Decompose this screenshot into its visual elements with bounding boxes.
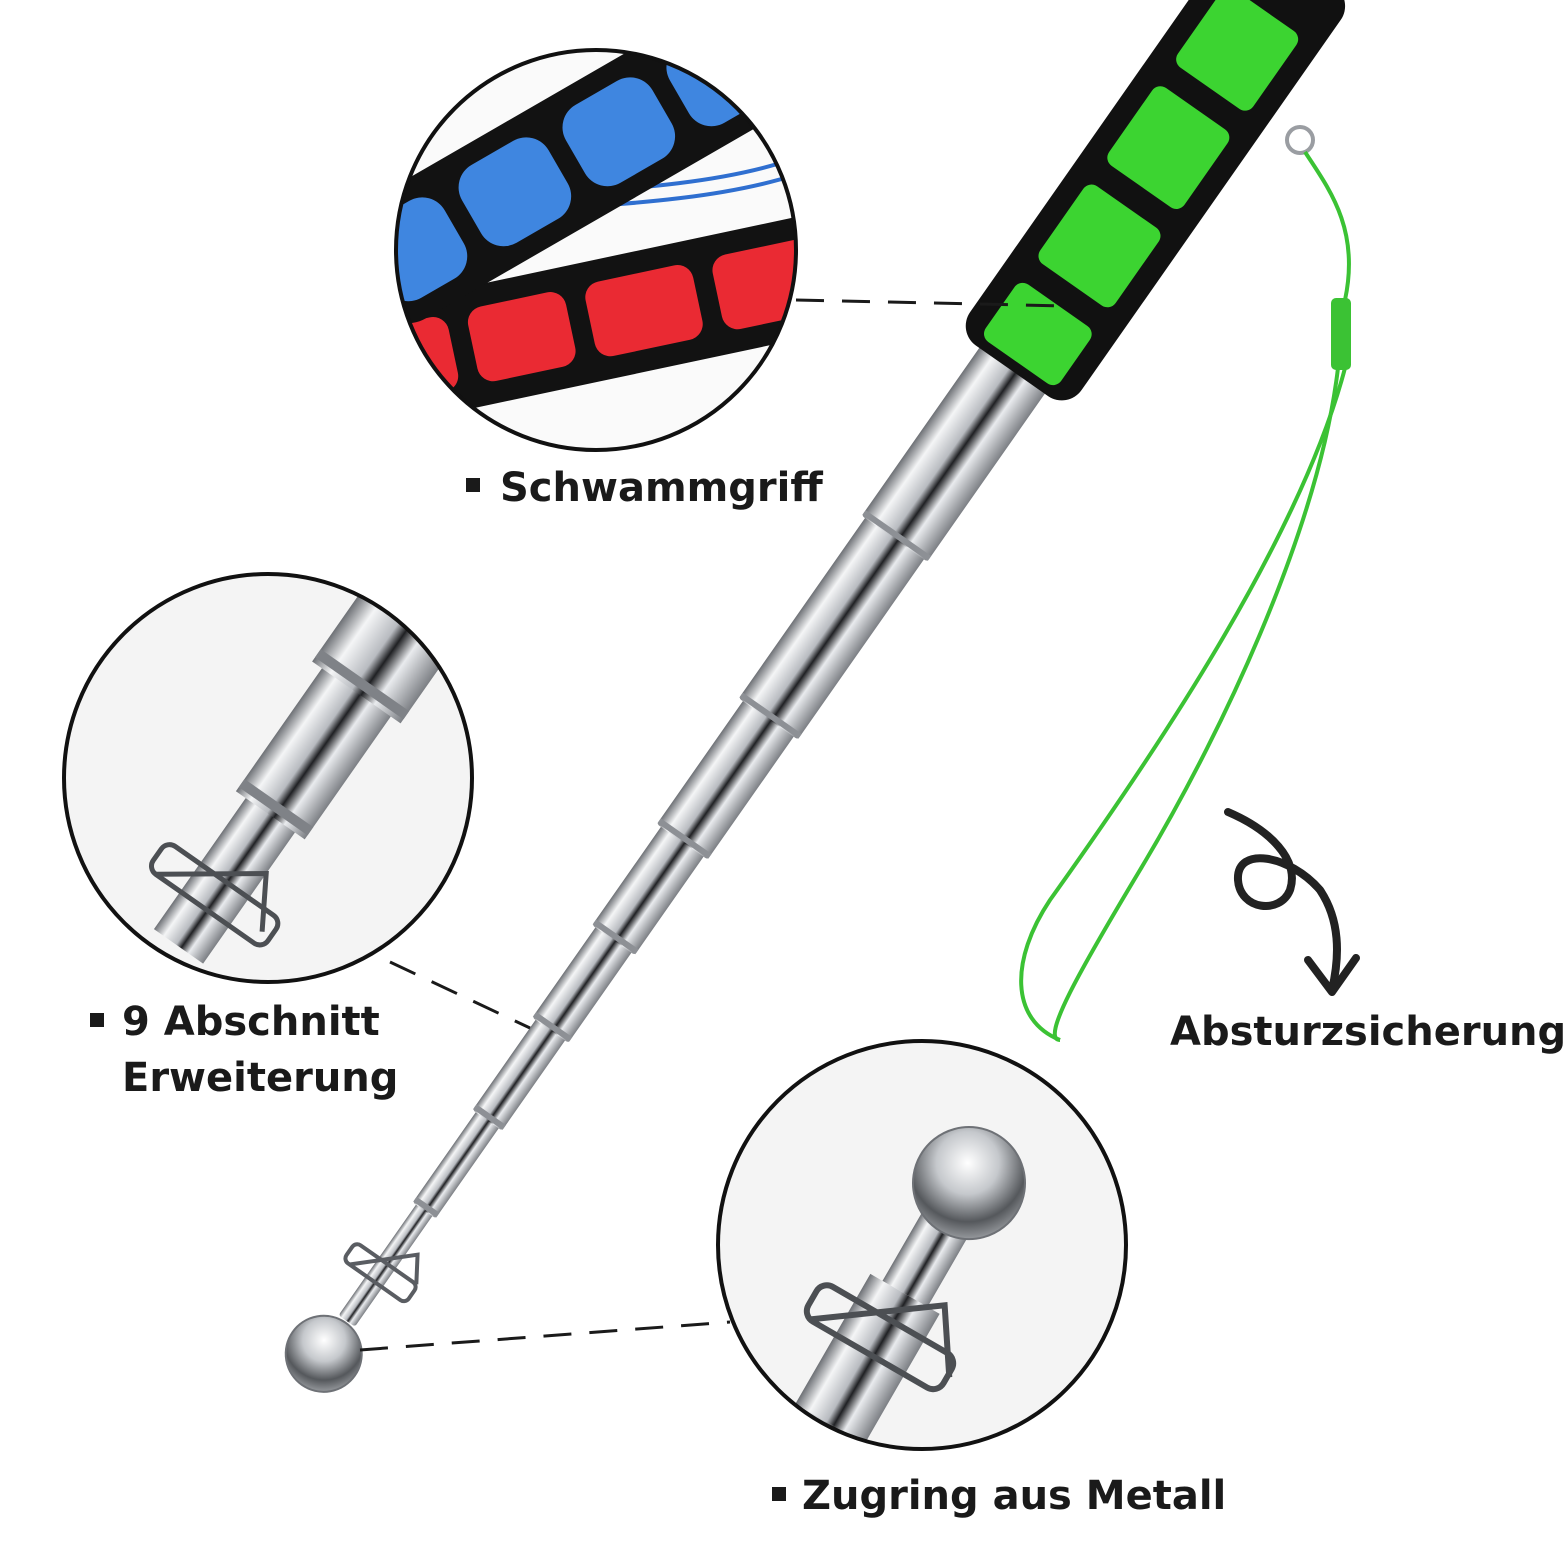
leader-lines [359, 298, 1069, 1352]
ball-tip [284, 1314, 363, 1393]
square-bullet-icon [466, 478, 480, 492]
detail-circle-grip [394, 48, 798, 452]
label-sections-line1: 9 Abschnitt [122, 999, 380, 1045]
curly-arrow-icon [1224, 808, 1360, 996]
square-bullet-icon [90, 1013, 104, 1027]
label-sections-line2: Erweiterung [122, 1055, 399, 1101]
label-drop-protection: Absturzsicherung [1170, 1009, 1567, 1055]
label-sponge-grip: Schwammgriff [500, 465, 823, 511]
telescopic-shaft [339, 332, 1056, 1326]
pull-ring [343, 1242, 420, 1304]
lanyard [1019, 125, 1351, 1042]
square-bullet-icon [772, 1487, 786, 1501]
foam-handle [965, 0, 1346, 401]
label-pull-ring: Zugring aus Metall [802, 1473, 1227, 1519]
pointer-stick [284, 0, 1346, 1393]
